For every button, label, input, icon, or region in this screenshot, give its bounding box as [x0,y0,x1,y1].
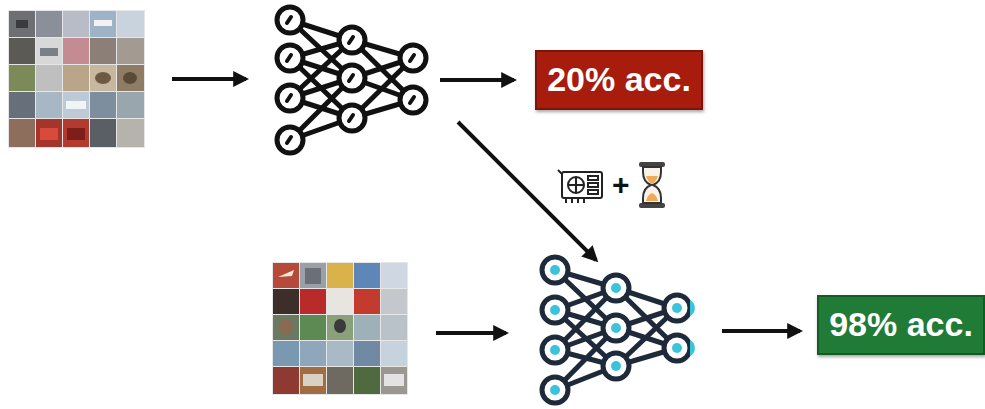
image-grid [272,262,408,395]
gpu-icon [558,170,602,203]
hourglass-icon [639,162,665,208]
neural-network-icon [542,257,695,403]
flow-arrow [458,122,596,260]
plus-sign: + [612,170,630,200]
accuracy-text: 98% acc. [829,306,973,343]
image-grid [8,10,145,148]
flow-arrow [440,78,514,82]
accuracy-box: 20% acc. [535,50,703,110]
accuracy-text: 20% acc. [547,61,691,98]
flow-arrow [722,329,800,333]
neural-network-icon [277,7,426,153]
flow-arrow [172,77,246,81]
accuracy-box: 98% acc. [817,295,985,355]
flow-arrow [436,331,506,335]
